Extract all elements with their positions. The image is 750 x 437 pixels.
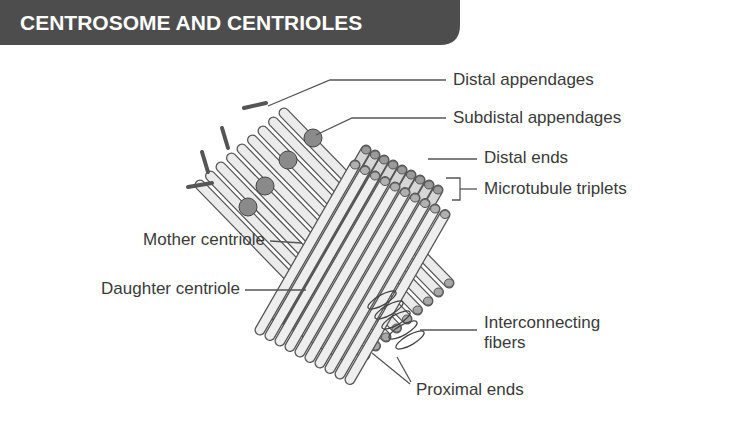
bracket <box>446 178 460 200</box>
part-label: Daughter centriole <box>101 279 240 299</box>
part-label: Distal ends <box>484 148 568 168</box>
leader-lines <box>245 80 477 384</box>
title-tab <box>0 0 460 45</box>
part-label: Interconnecting fibers <box>484 313 634 353</box>
distal-end-cap <box>398 166 407 174</box>
distal-end-cap <box>381 178 390 186</box>
proximal-end-cap <box>445 279 454 287</box>
subdistal-appendage <box>256 177 274 195</box>
tube-outline <box>330 204 425 369</box>
distal-end-cap <box>391 183 400 191</box>
distal-end-cap <box>407 171 416 179</box>
subdistal-appendage <box>239 198 257 216</box>
appendages <box>188 103 322 216</box>
leader-line <box>245 289 306 290</box>
distal-end-cap <box>380 156 389 164</box>
interconnecting-fibers <box>366 288 427 353</box>
distal-end-cap <box>421 200 430 208</box>
subdistal-appendage <box>304 129 322 147</box>
distal-end-cap <box>362 146 371 154</box>
distal-end-cap <box>425 181 434 189</box>
distal-end-cap <box>351 161 360 169</box>
proximal-end-cap <box>434 288 443 296</box>
distal-appendage <box>202 152 208 172</box>
distal-appendage <box>244 103 266 108</box>
part-label: Microtubule triplets <box>484 179 627 199</box>
subdistal-appendage <box>279 151 297 169</box>
tube-outline <box>340 209 435 374</box>
distal-end-cap <box>389 161 398 169</box>
microtubule <box>330 204 425 369</box>
daughter-centriole-tubes <box>260 146 450 380</box>
leader-line <box>268 80 446 106</box>
proximal-end-cap <box>424 297 433 305</box>
part-label: Distal appendages <box>453 70 594 90</box>
distal-end-cap <box>434 186 443 194</box>
fiber-coil <box>394 328 427 353</box>
part-label: Proximal ends <box>416 380 524 400</box>
leader-line <box>270 241 302 243</box>
part-label: Mother centriole <box>143 230 265 250</box>
part-label: Subdistal appendages <box>453 108 621 128</box>
distal-end-cap <box>416 176 425 184</box>
leader-line <box>420 329 477 330</box>
distal-end-cap <box>431 205 440 213</box>
leader-line <box>316 118 446 135</box>
microtubule <box>350 215 445 380</box>
tube-outline <box>350 215 445 380</box>
distal-appendage <box>188 183 212 187</box>
distal-end-cap <box>371 172 380 180</box>
distal-end-cap <box>371 151 380 159</box>
leader-line <box>428 158 477 159</box>
microtubule <box>340 209 435 374</box>
distal-end-cap <box>441 211 450 219</box>
distal-end-cap <box>401 189 410 197</box>
distal-end-cap <box>411 194 420 202</box>
title: CENTROSOME AND CENTRIOLES <box>20 10 362 35</box>
proximal-end-cap <box>413 306 422 314</box>
leader-line <box>397 357 411 382</box>
distal-end-cap <box>361 167 370 175</box>
leader-line <box>372 353 410 384</box>
distal-appendage <box>222 128 228 148</box>
leader-line <box>460 188 477 189</box>
